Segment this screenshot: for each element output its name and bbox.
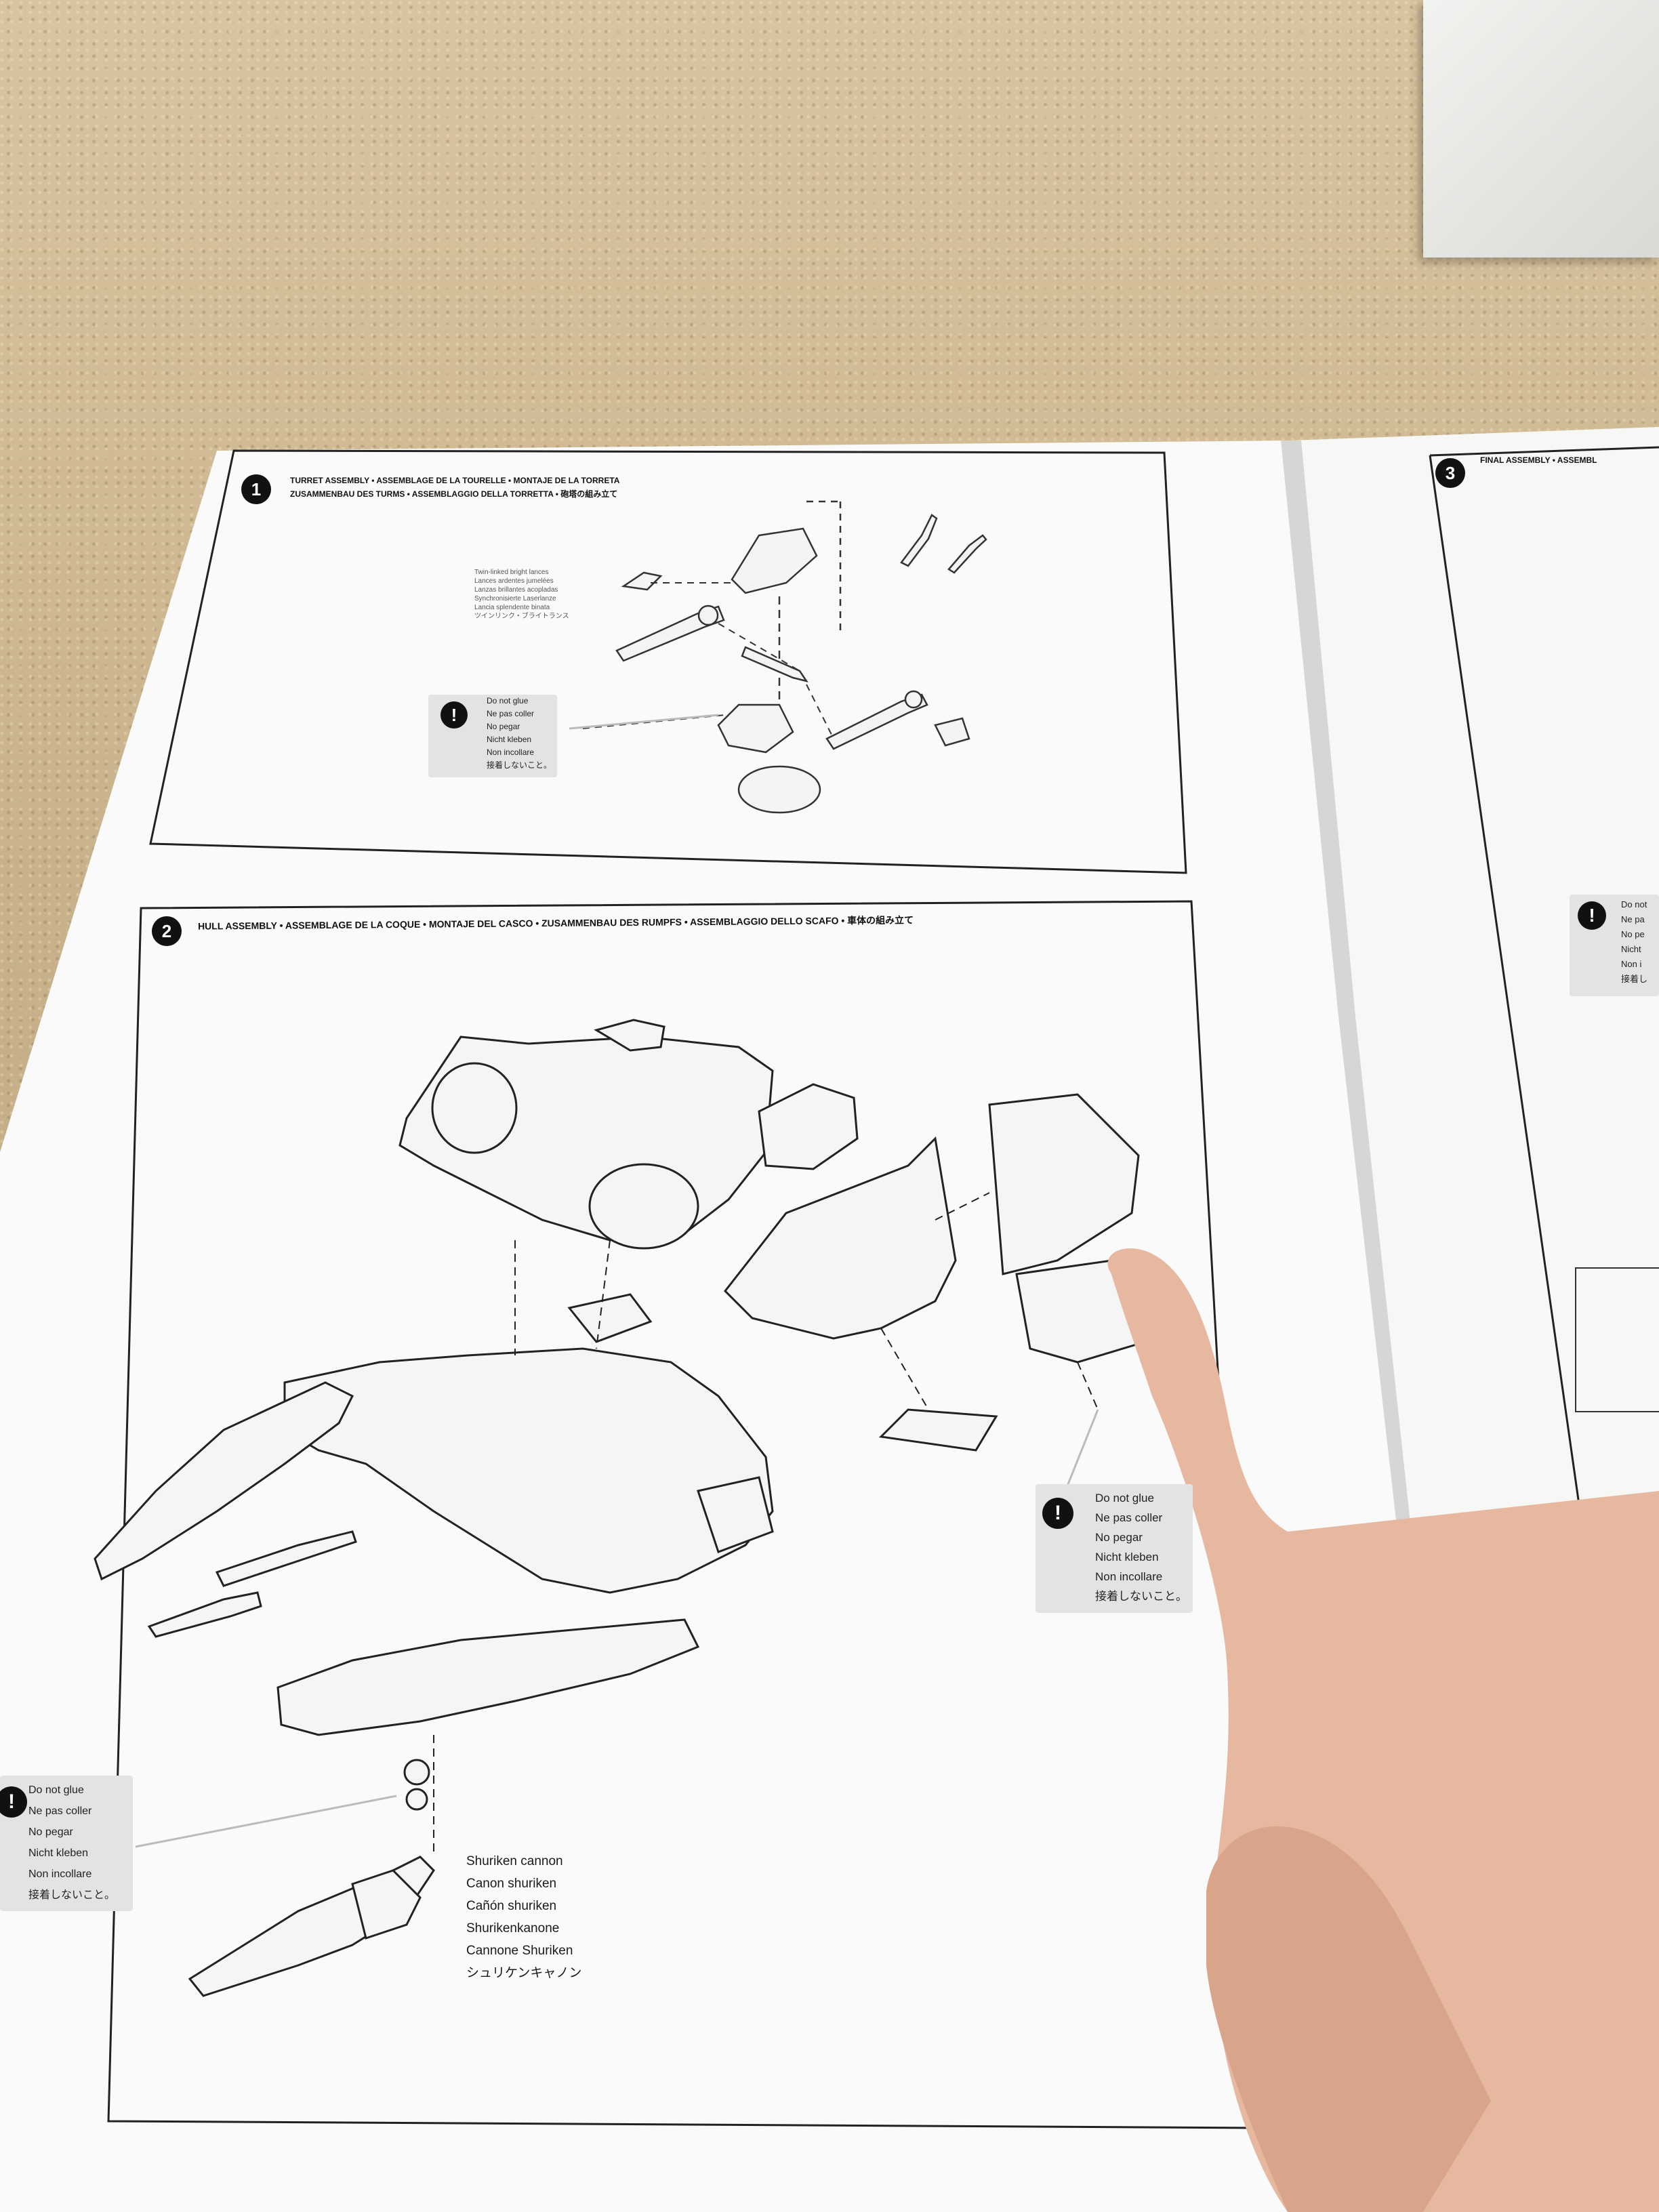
shuriken-cannon-label: Shuriken cannon Canon shuriken Cañón shu… bbox=[466, 1854, 582, 1980]
step3-inset-frame bbox=[1575, 1267, 1659, 1412]
step3-number: 3 bbox=[1435, 458, 1465, 488]
step1-frame bbox=[149, 449, 1187, 874]
warning-icon: ! bbox=[0, 1786, 27, 1818]
step2-right-glue-warning: ! Do not glue Ne pas coller No pegar Nic… bbox=[1036, 1484, 1193, 1613]
left-page bbox=[0, 441, 1437, 2212]
right-page bbox=[1291, 427, 1659, 1549]
step2-number: 2 bbox=[152, 916, 182, 946]
step1-title-line2: ZUSAMMENBAU DES TURMS • ASSEMBLAGGIO DEL… bbox=[290, 489, 618, 499]
step1-number: 1 bbox=[241, 474, 271, 504]
hull-assembly-guides bbox=[433, 1192, 1099, 1857]
warning-icon: ! bbox=[1042, 1498, 1073, 1529]
step3-frame bbox=[1429, 455, 1580, 1505]
page-gutter bbox=[1281, 441, 1416, 1579]
hull-parts-drawing bbox=[94, 1019, 1153, 1997]
white-box bbox=[1423, 0, 1659, 258]
warning-icon: ! bbox=[441, 701, 468, 729]
step1-title-line1: TURRET ASSEMBLY • ASSEMBLAGE DE LA TOURE… bbox=[290, 476, 620, 485]
thumb-shape bbox=[1206, 1826, 1491, 2212]
bright-lances-label: Twin-linked bright lances Lances ardente… bbox=[474, 569, 569, 620]
warning-icon: ! bbox=[1578, 901, 1606, 930]
step3-glue-warning: ! Do not Ne pa No pe Nicht Non i 接着し bbox=[1570, 895, 1659, 996]
step2-left-glue-warning: ! Do not glue Ne pas coller No pegar Nic… bbox=[0, 1776, 133, 1911]
step3-title: FINAL ASSEMBLY • ASSEMBL bbox=[1480, 455, 1597, 465]
step1-glue-warning: ! Do not glue Ne pas coller No pegar Nic… bbox=[428, 695, 557, 777]
turret-parts-drawing bbox=[615, 500, 987, 814]
